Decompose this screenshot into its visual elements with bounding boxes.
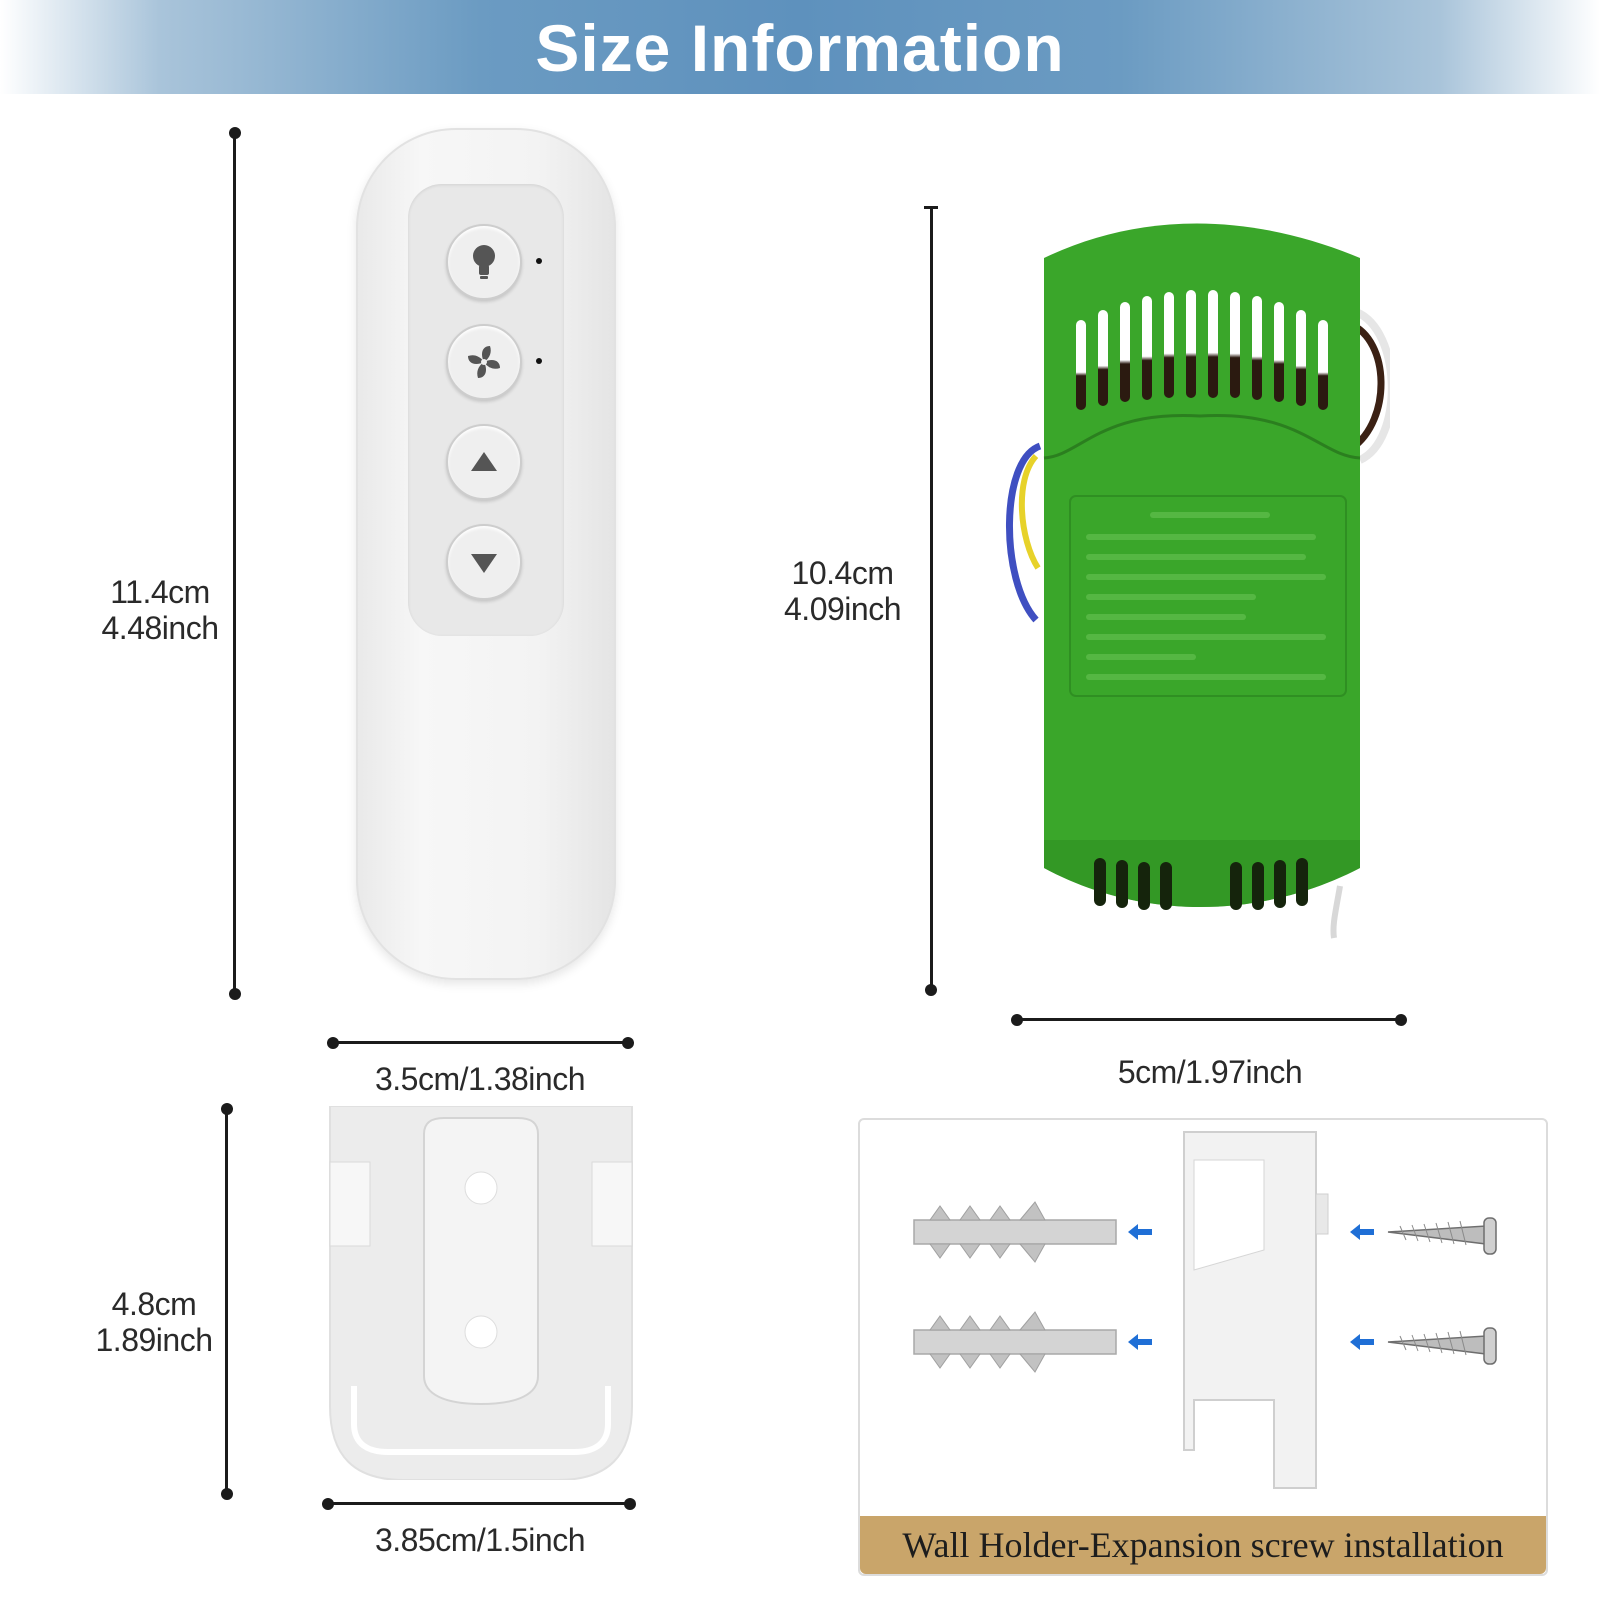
dimension-endpoint xyxy=(925,984,937,996)
dimension-endpoint xyxy=(221,1488,233,1500)
wall-holder xyxy=(328,1105,634,1481)
dimension-line xyxy=(233,133,236,993)
installation-caption: Wall Holder-Expansion screw installation xyxy=(860,1516,1546,1574)
speed-down-button xyxy=(446,524,522,600)
dimension-line xyxy=(328,1502,630,1505)
remote-height-label: 11.4cm 4.48inch xyxy=(80,574,240,646)
dimension-endpoint xyxy=(229,988,241,1000)
vent-slot xyxy=(1138,862,1150,910)
vent-slot xyxy=(1120,302,1130,402)
receiver-width-label: 5cm/1.97inch xyxy=(1117,1054,1303,1090)
remote-button-panel xyxy=(408,184,564,636)
holder-height-label: 4.8cm 1.89inch xyxy=(74,1286,234,1358)
arrow-left-icon xyxy=(1128,1224,1374,1350)
vent-slot xyxy=(1094,858,1106,906)
speed-up-button xyxy=(446,424,522,500)
remote-height-cm: 11.4cm xyxy=(110,574,210,610)
dimension-endpoint xyxy=(622,1037,634,1049)
holder-height-cm: 4.8cm xyxy=(111,1286,197,1322)
dimension-line xyxy=(1017,1018,1401,1021)
vent-slot xyxy=(1116,860,1128,908)
light-bulb-icon xyxy=(473,245,495,279)
receiver-height-cm: 10.4cm xyxy=(791,555,894,591)
light-button xyxy=(446,224,522,300)
fan-button xyxy=(446,324,522,400)
vent-slot xyxy=(1252,862,1264,910)
fan-receiver-module xyxy=(1000,220,1390,940)
indicator-dot xyxy=(536,358,542,364)
indicator-dot xyxy=(536,258,542,264)
vent-slot xyxy=(1230,862,1242,910)
vent-slot xyxy=(1098,310,1108,406)
installation-diagram: Wall Holder-Expansion screw installation xyxy=(858,1118,1548,1576)
vent-slot xyxy=(1252,296,1262,400)
remote-width-label: 3.5cm/1.38inch xyxy=(374,1061,586,1097)
installation-illustration xyxy=(913,1131,1497,1489)
vent-slot xyxy=(1208,290,1218,398)
dimension-line xyxy=(225,1109,228,1495)
receiver-height-inch: 4.09inch xyxy=(784,591,901,627)
fan-icon xyxy=(468,346,500,378)
dimension-line xyxy=(333,1041,633,1044)
receiver-height-label: 10.4cm 4.09inch xyxy=(760,555,925,627)
vent-slot xyxy=(1296,310,1306,406)
holder-width-label: 3.85cm/1.5inch xyxy=(374,1522,586,1558)
arrow-up-icon xyxy=(471,452,497,471)
vent-slot xyxy=(1186,290,1196,398)
header-banner: Size Information xyxy=(0,0,1600,94)
remote-height-inch: 4.48inch xyxy=(101,610,219,646)
vent-slot xyxy=(1274,302,1284,402)
vent-slot xyxy=(1274,860,1286,908)
vent-slot xyxy=(1160,862,1172,910)
dimension-line xyxy=(930,208,933,990)
holder-height-inch: 1.89inch xyxy=(95,1322,213,1358)
remote-control xyxy=(356,128,616,980)
vent-slot xyxy=(1076,320,1086,410)
vent-slot xyxy=(1296,858,1308,906)
dimension-endpoint xyxy=(624,1498,636,1510)
dimension-tick xyxy=(924,206,938,209)
arrow-down-icon xyxy=(471,554,497,573)
wall-holder-body xyxy=(329,1105,633,1481)
page-title: Size Information xyxy=(535,11,1065,85)
vent-slot xyxy=(1164,292,1174,398)
dimension-endpoint xyxy=(1395,1014,1407,1026)
vent-slot xyxy=(1230,292,1240,398)
expansion-anchor xyxy=(913,1219,1117,1355)
vent-slot xyxy=(1142,296,1152,400)
vent-slot xyxy=(1318,320,1328,410)
